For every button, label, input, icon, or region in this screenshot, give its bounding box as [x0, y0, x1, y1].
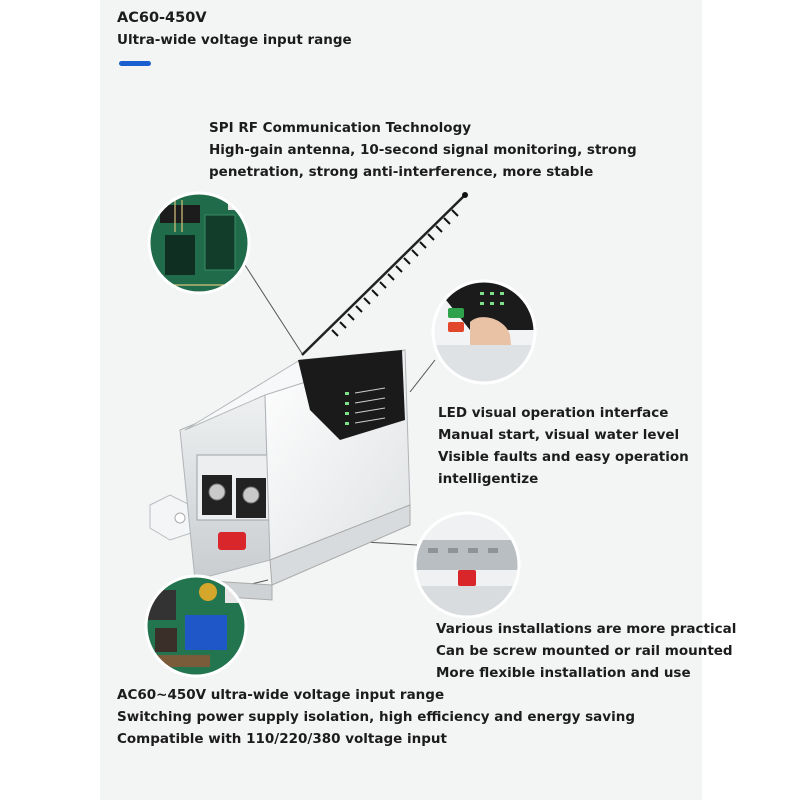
voltage-heading: AC60-450V — [117, 10, 207, 26]
antenna — [301, 192, 468, 356]
led-line-2: Manual start, visual water level — [438, 427, 680, 443]
led-panel-closeup — [431, 279, 537, 385]
rf-line-1: High-gain antenna, 10-second signal moni… — [209, 142, 637, 158]
install-line-1: Various installations are more practical — [436, 621, 737, 637]
install-line-3: More flexible installation and use — [436, 665, 691, 681]
led-line-4: intelligentize — [438, 471, 539, 487]
power-line-3: Compatible with 110/220/380 voltage inpu… — [117, 731, 447, 747]
power-line-1: AC60~450V ultra-wide voltage input range — [117, 687, 445, 703]
power-line-2: Switching power supply isolation, high e… — [117, 709, 635, 725]
accent-bar — [119, 61, 151, 66]
din-rail-closeup — [413, 511, 521, 619]
power-board-closeup — [144, 574, 248, 678]
voltage-tagline: Ultra-wide voltage input range — [117, 32, 352, 48]
rf-title: SPI RF Communication Technology — [209, 120, 472, 136]
pcb-closeup — [147, 191, 251, 295]
led-line-3: Visible faults and easy operation — [438, 449, 689, 465]
install-line-2: Can be screw mounted or rail mounted — [436, 643, 733, 659]
led-line-1: LED visual operation interface — [438, 405, 669, 421]
rf-line-2: penetration, strong anti-interference, m… — [209, 164, 594, 180]
controller-device — [149, 349, 411, 601]
